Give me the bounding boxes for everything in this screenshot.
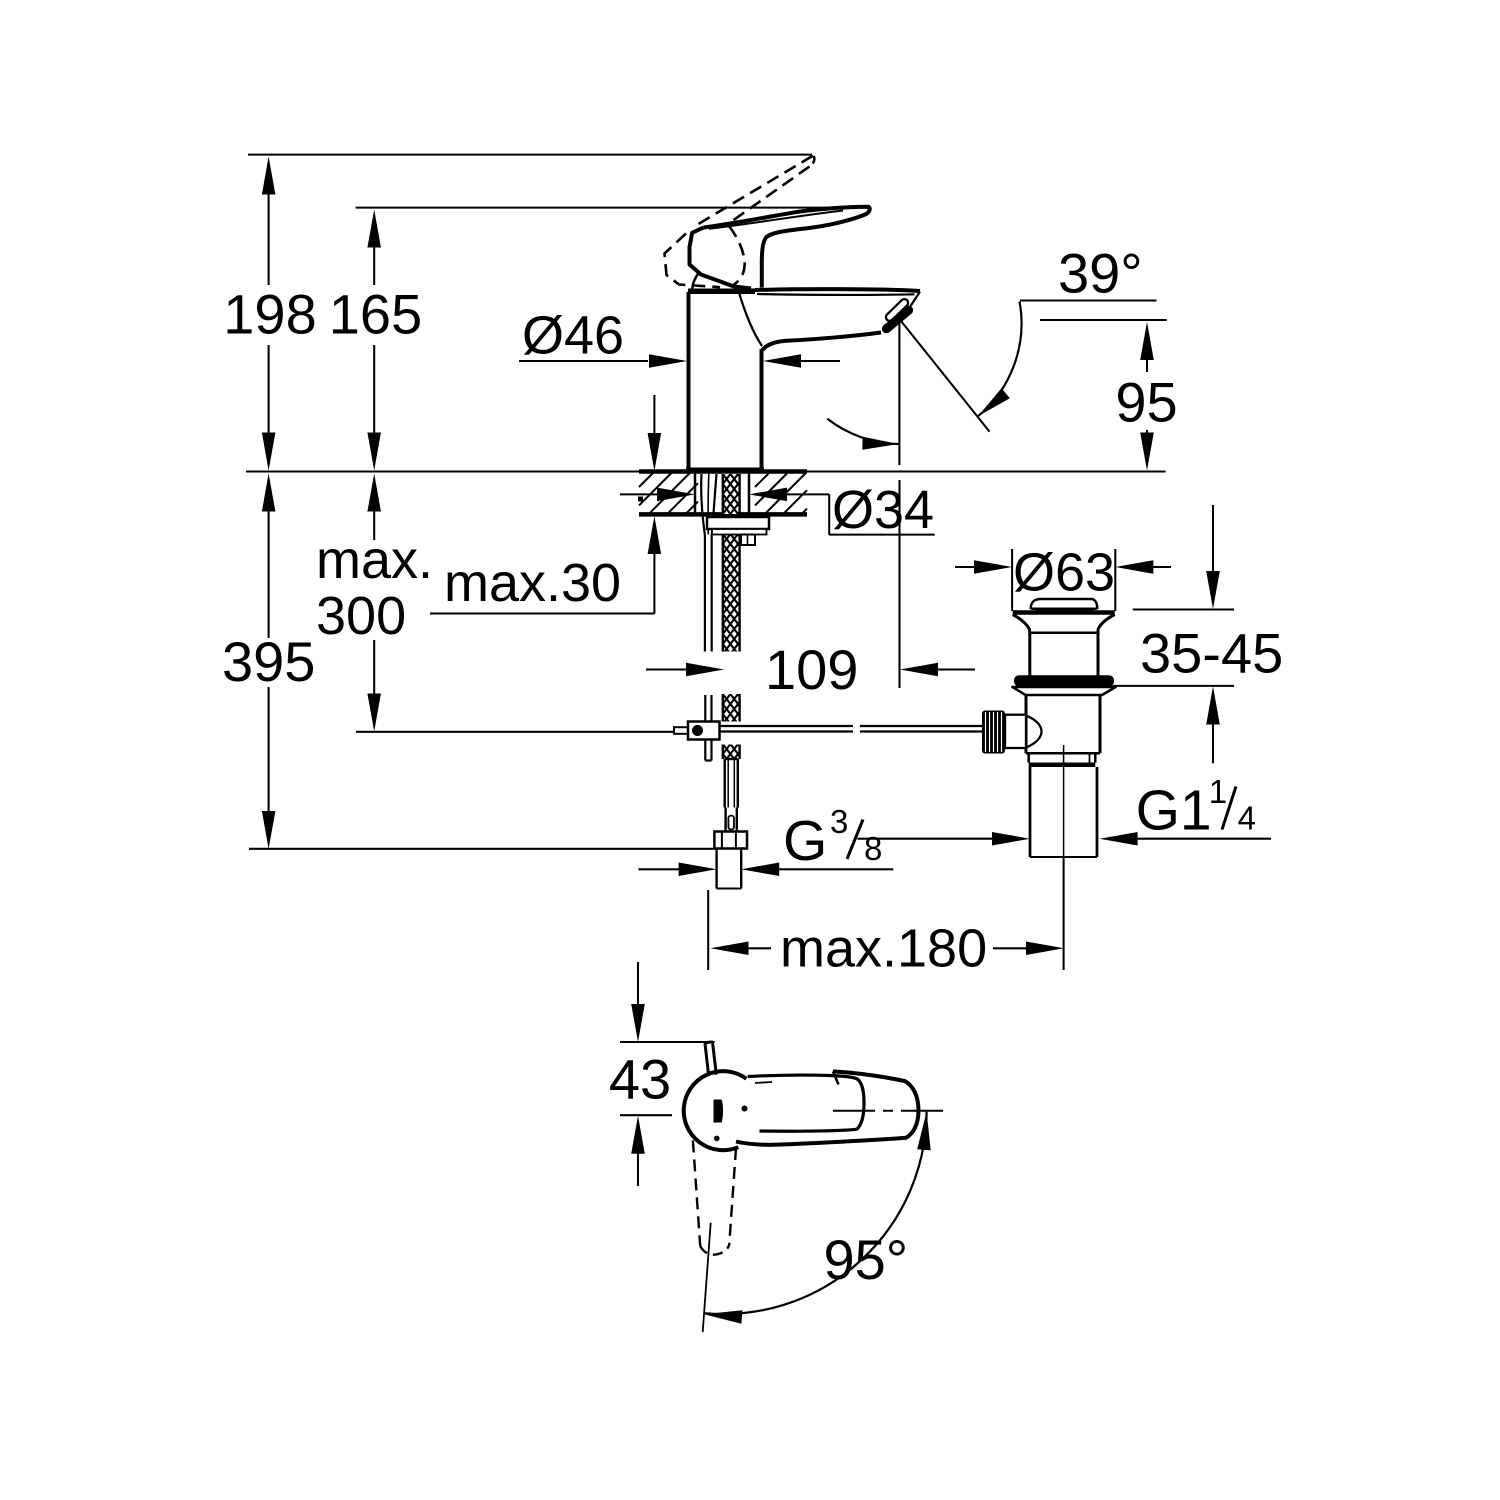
svg-text:Ø46: Ø46 — [522, 306, 624, 366]
svg-text:max.30: max.30 — [444, 553, 621, 613]
svg-text:8: 8 — [864, 830, 882, 867]
svg-text:39°: 39° — [1058, 242, 1143, 305]
svg-text:G1: G1 — [1136, 779, 1212, 843]
svg-text:G: G — [783, 809, 827, 873]
svg-text:395: 395 — [222, 630, 315, 693]
svg-text:Ø34: Ø34 — [832, 480, 934, 540]
svg-text:300: 300 — [316, 586, 406, 646]
svg-text:max.180: max.180 — [780, 919, 987, 979]
svg-text:Ø63: Ø63 — [1013, 543, 1115, 603]
svg-text:3: 3 — [830, 803, 848, 840]
svg-text:95°: 95° — [824, 1228, 909, 1291]
svg-text:max.: max. — [316, 530, 433, 590]
svg-text:4: 4 — [1238, 800, 1256, 837]
svg-text:35-45: 35-45 — [1140, 622, 1283, 685]
svg-text:109: 109 — [765, 638, 858, 701]
svg-text:1: 1 — [1209, 773, 1227, 810]
svg-text:95: 95 — [1115, 371, 1177, 434]
svg-text:198: 198 — [223, 283, 316, 346]
svg-text:43: 43 — [609, 1048, 671, 1111]
svg-text:165: 165 — [329, 283, 422, 346]
